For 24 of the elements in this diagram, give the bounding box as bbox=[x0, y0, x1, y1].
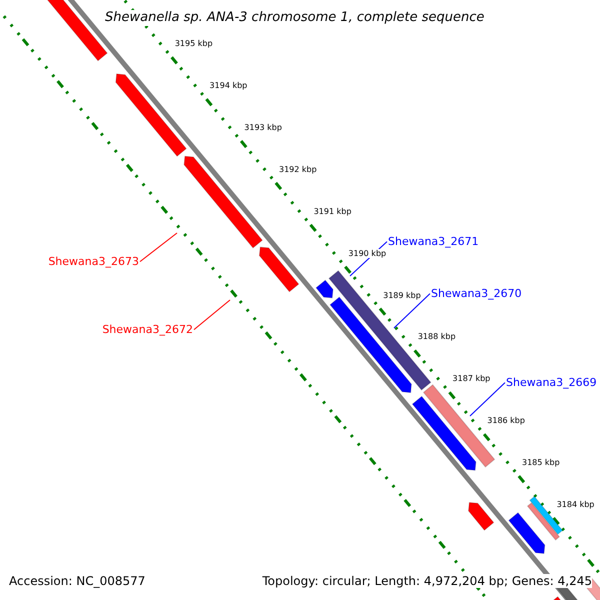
leader-line bbox=[140, 232, 178, 262]
leader-line bbox=[194, 300, 230, 330]
tick-label: 3192 kbp bbox=[278, 164, 317, 174]
tick-label: 3184 kbp bbox=[556, 500, 594, 510]
tick-label: 3193 kbp bbox=[244, 122, 282, 133]
map-title: Shewanella sp. ANA-3 chromosome 1, complete sequence bbox=[105, 10, 484, 26]
tick-label: 3187 kbp bbox=[452, 374, 490, 384]
gene-label: Shewana3_2673 bbox=[48, 255, 139, 268]
tick-label: 3194 kbp bbox=[210, 81, 248, 91]
tick-label: 3185 kbp bbox=[522, 458, 560, 468]
gene-label: Shewana3_2672 bbox=[102, 323, 193, 336]
accession-text: Accession: NC_008577 bbox=[9, 574, 146, 588]
tick-label: 3186 kbp bbox=[487, 416, 525, 426]
genome-info-text: Topology: circular; Length: 4,972,204 bp; Genes: 4,245 bbox=[262, 574, 592, 588]
gene-label: Shewana3_2669 bbox=[506, 376, 597, 390]
tick-label: 3190 kbp bbox=[348, 248, 386, 258]
gene-label: Shewana3_2670 bbox=[431, 287, 522, 300]
tick-label: 3188 kbp bbox=[418, 332, 456, 342]
tick-label: 3195 kbp bbox=[174, 39, 213, 49]
leader-line bbox=[394, 293, 430, 328]
tick-label: 3191 kbp bbox=[314, 206, 352, 216]
tick-label: 3189 kbp bbox=[383, 290, 421, 300]
leader-line bbox=[470, 382, 506, 416]
gene-label: Shewana3_2671 bbox=[388, 235, 479, 248]
